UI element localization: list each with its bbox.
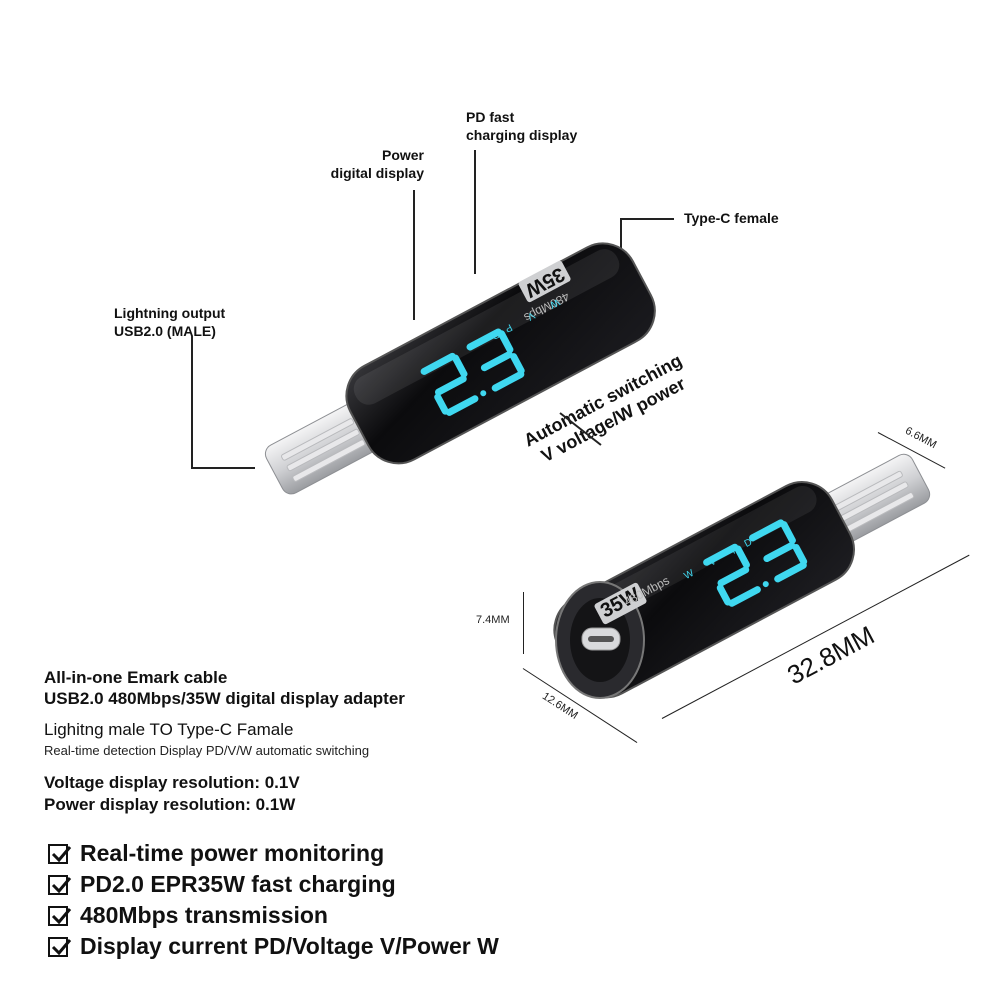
info-subtitle: Lighitng male TO Type-C Famale (44, 720, 294, 739)
info-block: All-in-one Emark cable USB2.0 480Mbps/35… (44, 667, 514, 816)
feature-item: Display current PD/Voltage V/Power W (48, 931, 499, 962)
callout-lightning-output: Lightning output USB2.0 (MALE) (114, 305, 226, 339)
info-power-resolution: Power display resolution: 0.1W (44, 795, 296, 814)
info-voltage-resolution: Voltage display resolution: 0.1V (44, 773, 300, 792)
feature-list: Real-time power monitoring PD2.0 EPR35W … (48, 838, 499, 962)
info-title-1: All-in-one Emark cable (44, 668, 228, 687)
callout-line-lightning-h (191, 467, 255, 469)
info-title-2: USB2.0 480Mbps/35W digital display adapt… (44, 689, 405, 708)
dim-line-height (523, 592, 524, 654)
feature-item: PD2.0 EPR35W fast charging (48, 869, 499, 900)
adapter-image-bottom (553, 453, 931, 699)
callout-line-lightning-v (191, 336, 193, 468)
callout-line-power (413, 190, 415, 320)
checkbox-icon (48, 874, 72, 895)
dim-height-label: 7.4MM (476, 614, 510, 626)
feature-item: Real-time power monitoring (48, 838, 499, 869)
feature-item: 480Mbps transmission (48, 900, 499, 931)
callout-line-pd (474, 150, 476, 274)
callout-pd-fast: PD fast charging display (466, 109, 578, 143)
info-detail: Real-time detection Display PD/V/W autom… (44, 743, 370, 758)
checkbox-icon (48, 843, 72, 864)
callout-line-typec-h (620, 218, 674, 220)
checkbox-icon (48, 936, 72, 957)
checkbox-icon (48, 905, 72, 926)
callout-power-digital: Power digital display (330, 147, 424, 181)
callout-line-typec-v (620, 218, 622, 262)
callout-type-c-female: Type-C female (684, 210, 779, 226)
